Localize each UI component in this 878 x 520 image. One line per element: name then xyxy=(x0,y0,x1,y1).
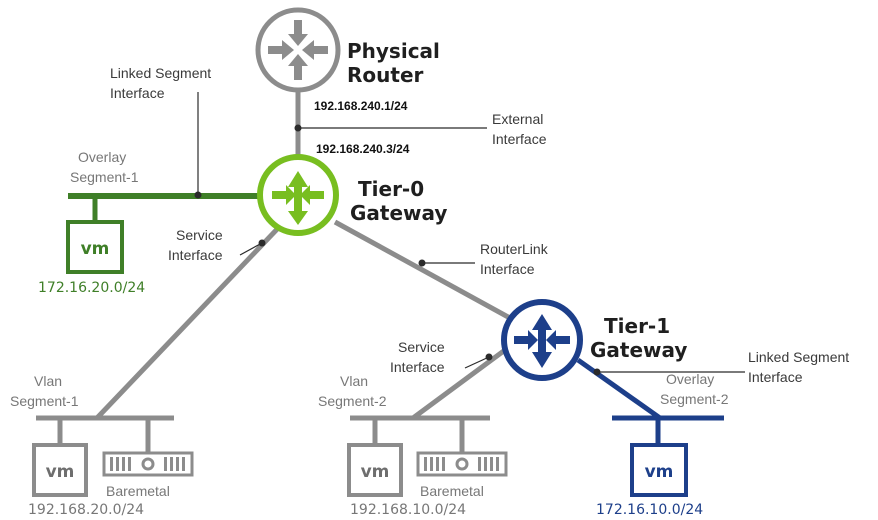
service-interface-left-label-2: Interface xyxy=(168,247,223,263)
tier0-uplink-ip: 192.168.240.3/24 xyxy=(316,142,410,156)
linked-segment-left-label-1: Linked Segment xyxy=(110,65,211,81)
service-interface-right-leader xyxy=(464,356,490,369)
vlan-segment-2-label-2: Segment-2 xyxy=(318,393,387,409)
overlay-segment-2-label-1: Overlay xyxy=(666,371,714,387)
vm-vlan1: vm xyxy=(32,443,88,497)
baremetal-right-label: Baremetal xyxy=(420,483,484,499)
physical-router-title-1: Physical xyxy=(347,39,440,63)
routerlink-interface-label-2: Interface xyxy=(480,261,535,277)
linked-segment-right-label-1: Linked Segment xyxy=(748,349,849,365)
tier0-title-1: Tier-0 xyxy=(358,177,424,201)
physical-router-icon xyxy=(255,7,341,93)
physical-router-title-2: Router xyxy=(347,63,424,87)
baremetal-left-label: Baremetal xyxy=(106,483,170,499)
baremetal-server-icon-left xyxy=(102,451,194,477)
overlay2-subnet: 172.16.10.0/24 xyxy=(596,502,703,518)
tier1-title-1: Tier-1 xyxy=(604,314,670,338)
link-tier0-to-tier1 xyxy=(333,219,512,321)
vlan2-subnet: 192.168.10.0/24 xyxy=(350,502,466,518)
tier0-gateway-icon xyxy=(257,154,339,236)
link-tier1-to-vlan2 xyxy=(411,347,507,421)
overlay-segment-1-label-2: Segment-1 xyxy=(70,169,139,185)
external-interface-label-2: Interface xyxy=(492,131,547,147)
physical-router-ip: 192.168.240.1/24 xyxy=(314,99,408,113)
linked-segment-left-label-2: Interface xyxy=(110,85,165,101)
service-interface-right-label-1: Service xyxy=(398,339,445,355)
vlan-segment-1-label-2: Segment-1 xyxy=(10,393,79,409)
vm-overlay2-label: vm xyxy=(645,462,674,482)
vm-overlay1-label: vm xyxy=(81,239,110,259)
baremetal-server-icon-right xyxy=(416,451,508,477)
external-interface-label-1: External xyxy=(492,111,543,127)
service-interface-left-leader xyxy=(239,242,263,256)
link-tier0-to-vlan1 xyxy=(95,222,284,420)
vm-vlan1-label: vm xyxy=(46,462,75,482)
tier1-gateway-icon xyxy=(501,299,583,381)
link-tier1-to-overlay2 xyxy=(576,357,662,421)
vm-overlay2: vm xyxy=(630,443,688,497)
vm-vlan2-label: vm xyxy=(361,462,390,482)
vm-vlan2: vm xyxy=(347,443,403,497)
linked-segment-right-label-2: Interface xyxy=(748,369,803,385)
overlay-segment-2-label-2: Segment-2 xyxy=(660,391,729,407)
tier1-title-2: Gateway xyxy=(590,338,687,362)
service-interface-left-label-1: Service xyxy=(176,227,223,243)
vlan1-subnet: 192.168.20.0/24 xyxy=(28,502,144,518)
overlay-segment-1-label-1: Overlay xyxy=(78,149,126,165)
routerlink-interface-label-1: RouterLink xyxy=(480,241,549,257)
vlan-segment-1-label-1: Vlan xyxy=(34,373,62,389)
overlay1-subnet: 172.16.20.0/24 xyxy=(38,280,145,296)
tier0-title-2: Gateway xyxy=(350,201,447,225)
vm-overlay1: vm xyxy=(66,220,124,274)
vlan-segment-2-label-1: Vlan xyxy=(340,373,368,389)
service-interface-right-label-2: Interface xyxy=(390,359,445,375)
